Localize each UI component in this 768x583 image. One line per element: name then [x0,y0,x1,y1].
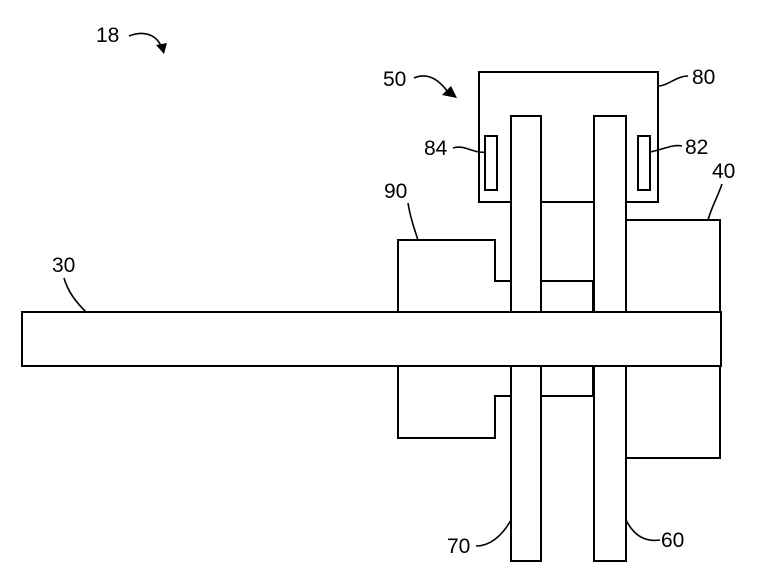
leader-90 [407,202,419,241]
leader-80 [657,75,689,87]
label-40: 40 [712,160,735,183]
leader-30 [63,277,87,313]
shaft-30 [21,311,722,367]
label-84: 84 [424,137,448,160]
arrow-50 [413,75,451,96]
label-82: 82 [685,136,708,159]
brake-pad-82 [637,135,651,191]
label-60: 60 [661,529,684,552]
leader-60 [625,519,661,542]
label-90: 90 [384,180,407,203]
caliper-80 [478,71,659,203]
label-30: 30 [52,254,75,277]
label-80: 80 [692,66,715,89]
label-18: 18 [96,24,119,47]
leader-84 [452,146,487,154]
leader-70 [475,519,512,547]
brake-pad-84 [484,135,498,191]
leader-40 [707,183,723,221]
label-50: 50 [383,68,406,91]
leader-82 [649,144,683,153]
arrowhead-50 [442,86,457,98]
arrowhead-18 [156,43,167,54]
label-70: 70 [447,535,470,558]
